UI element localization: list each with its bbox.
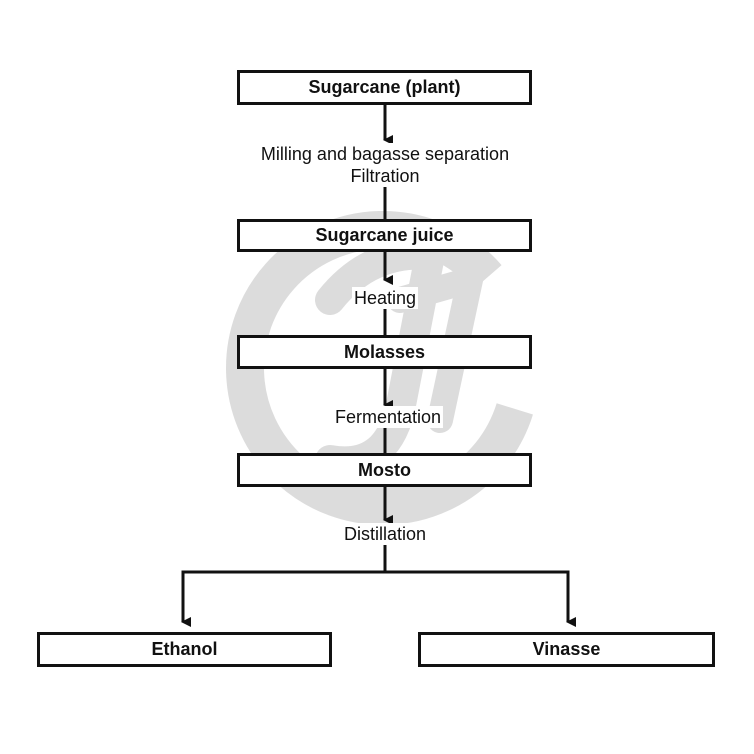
step-heating: Heating [351, 287, 419, 309]
node-vinasse: Vinasse [418, 632, 715, 667]
node-sugarcane-plant: Sugarcane (plant) [237, 70, 532, 105]
step-milling: Milling and bagasse separation [258, 143, 512, 165]
node-sugarcane-juice: Sugarcane juice [237, 219, 532, 252]
step-fermentation: Fermentation [332, 406, 444, 428]
node-mosto: Mosto [237, 453, 532, 487]
step-distillation: Distillation [341, 523, 429, 545]
node-ethanol: Ethanol [37, 632, 332, 667]
step-filtration: Filtration [348, 165, 422, 187]
node-molasses: Molasses [237, 335, 532, 369]
split-branch [181, 570, 570, 620]
